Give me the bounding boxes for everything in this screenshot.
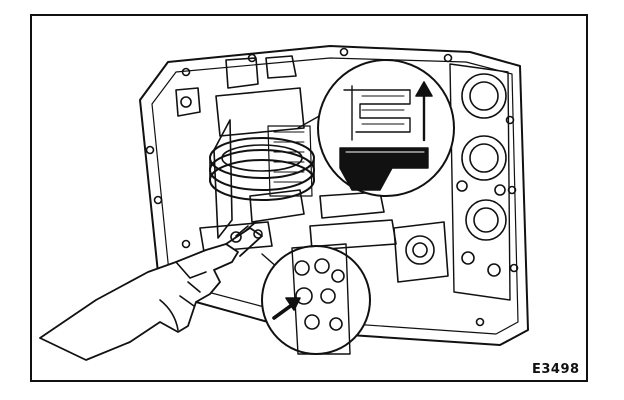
detail-circle-piston-section <box>297 59 455 197</box>
detail-circle-oil-hole <box>261 243 371 355</box>
valve-body <box>393 63 511 301</box>
transmission-case <box>139 45 529 346</box>
figure-code-label: E3498 <box>532 362 580 377</box>
piston-assembly <box>209 125 315 201</box>
hand-illustration <box>39 221 263 361</box>
